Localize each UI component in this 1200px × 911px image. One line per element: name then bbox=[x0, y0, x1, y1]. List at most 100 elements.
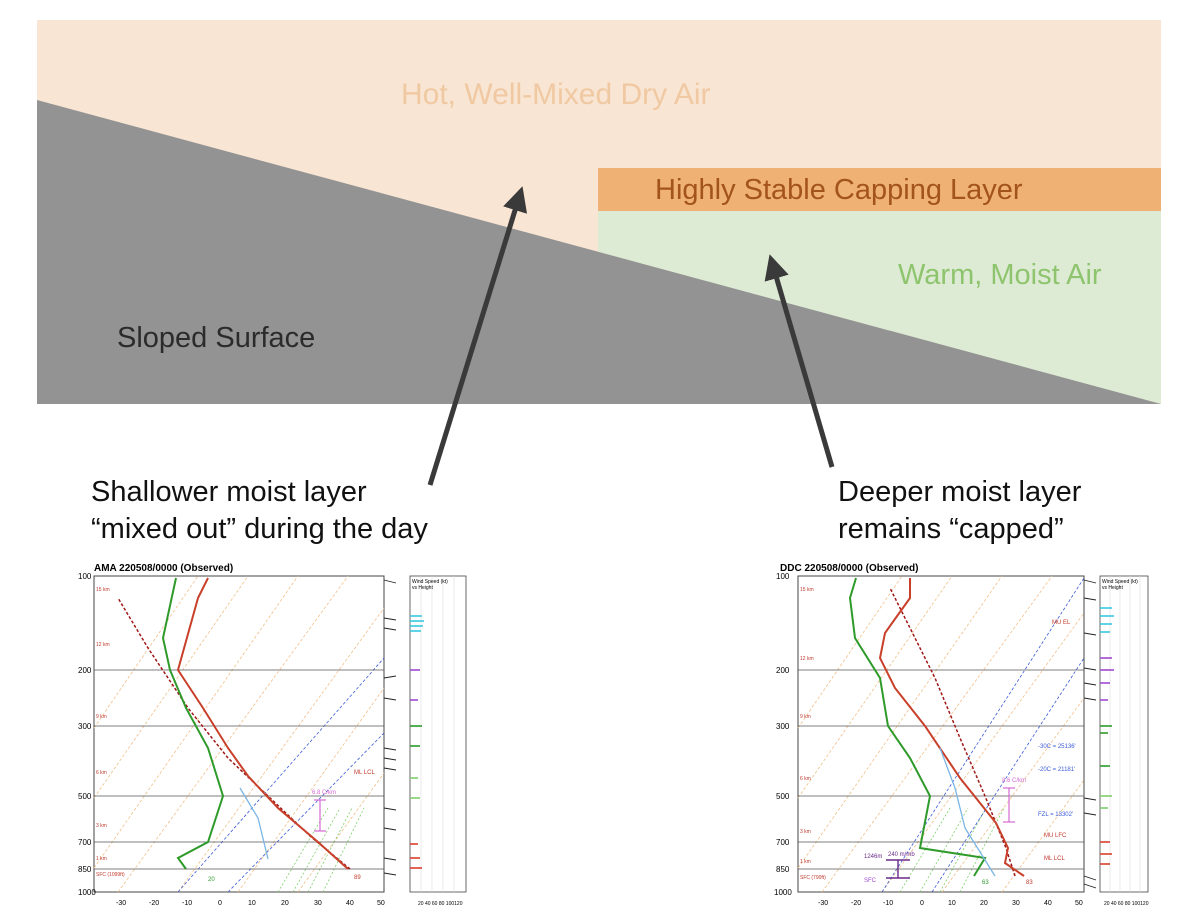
p-tick-300: 300 bbox=[78, 722, 92, 731]
t-tick-40: 40 bbox=[1044, 900, 1052, 907]
sfc-dewpoint-label: 20 bbox=[208, 877, 215, 883]
arrow-left bbox=[427, 186, 528, 486]
p-tick-100: 100 bbox=[776, 572, 790, 581]
pressure-axis: 100 200 300 500 700 850 1000 bbox=[774, 572, 792, 897]
km-9: 9 km bbox=[96, 714, 107, 720]
wind-barbs bbox=[383, 579, 397, 876]
t-tick-10: 10 bbox=[948, 900, 956, 907]
km-3: 3 km bbox=[800, 829, 811, 835]
t-tick-m10: -10 bbox=[883, 900, 893, 907]
wind-profile-panel: Wind Speed (kt) vs Height 20 40 60 80 10… bbox=[1099, 575, 1149, 907]
temperature-axis: -30 -20 -10 0 10 20 30 40 50 bbox=[116, 900, 385, 907]
caption-deep: Deeper moist layer remains “capped” bbox=[838, 474, 1081, 548]
height-labels: 15 km 12 km 9 km 6 km 3 km 1 km SFC (109… bbox=[96, 587, 125, 878]
km-1: 1 km bbox=[800, 859, 811, 865]
caption-shallow-line1: Shallower moist layer bbox=[91, 476, 367, 508]
p-tick-850: 850 bbox=[776, 865, 790, 874]
km-6: 6 km bbox=[96, 770, 107, 776]
cin-mb-label: 240 m/mb bbox=[888, 852, 915, 858]
t-tick-30: 30 bbox=[1012, 900, 1020, 907]
skewt-ddc: DDC 220508/0000 (Observed) bbox=[774, 563, 1149, 907]
sloped-surface bbox=[37, 100, 1161, 404]
wind-axis-ticks: 20 40 60 80 100120 bbox=[1104, 901, 1149, 907]
hot-dry-air-label: Hot, Well-Mixed Dry Air bbox=[401, 78, 711, 111]
caption-shallow: Shallower moist layer “mixed out” during… bbox=[91, 474, 428, 548]
skewt-ama: AMA 220508/0000 (Observed) bbox=[78, 563, 467, 907]
km-sfc: SFC (790ft) bbox=[800, 875, 826, 881]
km-12: 12 km bbox=[800, 656, 814, 662]
wind-barbs bbox=[1083, 579, 1097, 889]
caption-deep-line2: remains “capped” bbox=[838, 513, 1064, 545]
sfc-dewpoint-label: 63 bbox=[982, 880, 989, 886]
t-tick-0: 0 bbox=[218, 900, 222, 907]
skewt-plot-area bbox=[797, 575, 1085, 893]
warm-moist-air-label: Warm, Moist Air bbox=[898, 259, 1102, 291]
caption-deep-line1: Deeper moist layer bbox=[838, 476, 1082, 508]
km-3: 3 km bbox=[96, 823, 107, 829]
t-tick-m30: -30 bbox=[818, 900, 828, 907]
km-1: 1 km bbox=[96, 856, 107, 862]
skewt-title: DDC 220508/0000 (Observed) bbox=[780, 563, 918, 574]
km-12: 12 km bbox=[96, 642, 110, 648]
t-tick-40: 40 bbox=[346, 900, 354, 907]
t-tick-20: 20 bbox=[980, 900, 988, 907]
wind-header-1: Wind Speed (kt) bbox=[1102, 579, 1138, 585]
skewt-title: AMA 220508/0000 (Observed) bbox=[94, 563, 233, 574]
wind-profile-panel: Wind Speed (kt) vs Height 20 40 60 80 10… bbox=[409, 575, 467, 907]
p-tick-100: 100 bbox=[78, 572, 92, 581]
ml-lcl-label: ML LCL bbox=[1044, 856, 1065, 862]
ml-lcl-label: ML LCL bbox=[354, 770, 375, 776]
pressure-axis: 100 200 300 500 700 850 1000 bbox=[78, 572, 96, 897]
wind-header-1: Wind Speed (kt) bbox=[412, 579, 448, 585]
sfc-temp-label: 89 bbox=[354, 875, 361, 881]
wind-axis-ticks: 20 40 60 80 100120 bbox=[418, 901, 463, 907]
p-tick-700: 700 bbox=[78, 838, 92, 847]
p-tick-200: 200 bbox=[78, 666, 92, 675]
km-sfc: SFC (1099ft) bbox=[96, 872, 125, 878]
lapse-rate-label: 8.6 C/km bbox=[1002, 778, 1026, 784]
t-tick-m30: -30 bbox=[116, 900, 126, 907]
p-tick-1000: 1000 bbox=[774, 888, 792, 897]
caption-shallow-line2: “mixed out” during the day bbox=[91, 513, 428, 545]
p-tick-500: 500 bbox=[78, 792, 92, 801]
t-tick-30: 30 bbox=[314, 900, 322, 907]
arrow-right bbox=[764, 254, 835, 468]
km-6: 6 km bbox=[800, 776, 811, 782]
skewt-annotations: 6.8 C/km ML LCL 20 89 bbox=[208, 770, 375, 883]
km-9: 9 km bbox=[800, 714, 811, 720]
p-tick-1000: 1000 bbox=[78, 888, 96, 897]
p-tick-700: 700 bbox=[776, 838, 790, 847]
t-tick-20: 20 bbox=[281, 900, 289, 907]
sloped-surface-label: Sloped Surface bbox=[117, 322, 316, 354]
skewt-annotations: MU EL -30C = 25136' -20C = 21181' 8.6 C/… bbox=[864, 620, 1076, 886]
minus20-height-label: -20C = 21181' bbox=[1038, 767, 1075, 773]
capping-layer-band bbox=[598, 168, 1161, 211]
mu-lfc-label: MU LFC bbox=[1044, 833, 1067, 839]
sfc-label: SFC bbox=[864, 878, 877, 884]
wind-header-2: vs Height bbox=[1102, 585, 1123, 591]
minus30-height-label: -30C = 25136' bbox=[1038, 744, 1076, 750]
mu-el-label: MU EL bbox=[1052, 620, 1071, 626]
t-tick-50: 50 bbox=[377, 900, 385, 907]
height-labels: 15 km 12 km 9 km 6 km 3 km 1 km SFC (790… bbox=[800, 587, 826, 881]
sfc-temp-label: 83 bbox=[1026, 880, 1033, 886]
fzl-label: FZL = 13302' bbox=[1038, 812, 1073, 818]
t-tick-m20: -20 bbox=[851, 900, 861, 907]
wind-header-2: vs Height bbox=[412, 585, 433, 591]
capping-layer-label: Highly Stable Capping Layer bbox=[655, 174, 1023, 206]
cin-depth-label: 1246m bbox=[864, 854, 882, 860]
p-tick-500: 500 bbox=[776, 792, 790, 801]
p-tick-300: 300 bbox=[776, 722, 790, 731]
km-15: 15 km bbox=[800, 587, 814, 593]
km-15: 15 km bbox=[96, 587, 110, 593]
skewt-plot-area bbox=[93, 575, 385, 893]
t-tick-50: 50 bbox=[1075, 900, 1083, 907]
lapse-rate-label: 6.8 C/km bbox=[312, 790, 336, 796]
t-tick-m10: -10 bbox=[182, 900, 192, 907]
t-tick-10: 10 bbox=[248, 900, 256, 907]
p-tick-200: 200 bbox=[776, 666, 790, 675]
p-tick-850: 850 bbox=[78, 865, 92, 874]
temperature-axis: -30 -20 -10 0 10 20 30 40 50 bbox=[818, 900, 1083, 907]
t-tick-m20: -20 bbox=[149, 900, 159, 907]
